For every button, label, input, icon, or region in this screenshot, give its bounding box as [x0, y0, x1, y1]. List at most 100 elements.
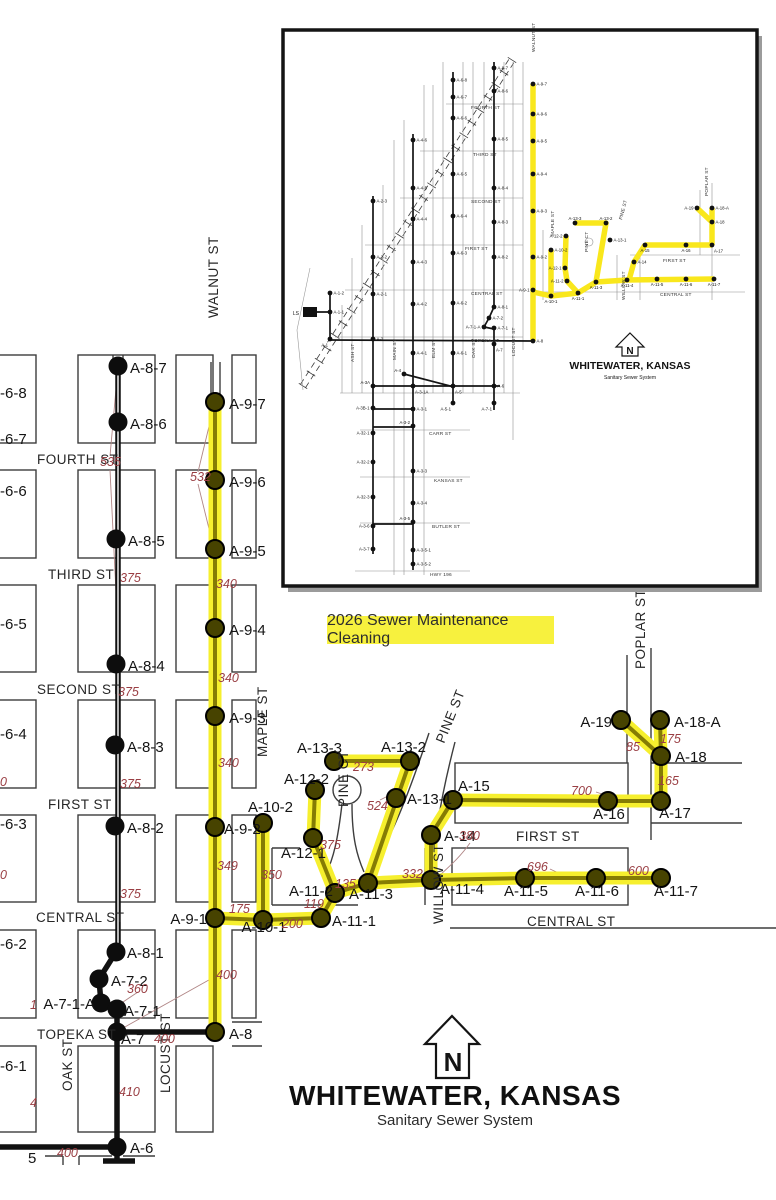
- inset-manhole-label: A-13-3: [569, 216, 583, 221]
- distance-label: 400: [216, 968, 237, 982]
- lift-station: [303, 307, 317, 317]
- street-label: LOCUST ST: [158, 1013, 173, 1093]
- manhole-label: A-18: [675, 749, 707, 766]
- distance-label: 696: [527, 860, 548, 874]
- sewer-line-yellow: [452, 798, 661, 803]
- manhole-A-13-2: [400, 751, 420, 771]
- manhole-A-9-1: [205, 908, 225, 928]
- city-block: [0, 1045, 37, 1133]
- inset-manhole-label: A-4-4: [417, 217, 428, 222]
- street-label: FOURTH ST: [37, 452, 119, 467]
- inset-street-label: PINE ST: [618, 200, 629, 221]
- inset-manhole-A-32-1: [370, 430, 376, 436]
- city-block: [0, 354, 37, 444]
- inset-street-label: ASH ST: [350, 343, 356, 362]
- inset-street-label: PINE CT: [584, 232, 590, 252]
- manhole-label-partial: -6-7: [0, 431, 27, 448]
- inset-manhole-label: A-11-1: [572, 296, 585, 301]
- inset-manhole-A-8-2: [491, 254, 497, 260]
- inset-frame: [281, 28, 759, 588]
- manhole-label: A-9-3: [229, 710, 266, 727]
- inset-manhole-label: A-6: [498, 384, 505, 389]
- manhole-A-8-5: [106, 529, 126, 549]
- manhole-A-7-2: [89, 969, 109, 989]
- inset-city-subtitle: Sanitary Sewer System: [604, 375, 656, 381]
- inset-street-label: BUTLER ST: [432, 524, 460, 530]
- distance-label: 273: [352, 760, 374, 774]
- inset-manhole-label: A-10-2: [555, 248, 569, 253]
- north-arrow: N: [422, 1014, 482, 1080]
- manhole-label: A-11-3: [349, 886, 393, 903]
- inset-manhole-A-14: [631, 259, 637, 265]
- inset-manhole-A-18-A: [709, 205, 715, 211]
- street-label: TOPEKA ST: [37, 1027, 116, 1042]
- city-block: [231, 929, 257, 1019]
- manhole-label: A-8-1: [127, 945, 164, 962]
- inset-manhole-A-6-3: [450, 250, 456, 256]
- inset-manhole-A-6-7: [450, 94, 456, 100]
- street-label: FIRST ST: [48, 797, 112, 812]
- inset-manhole-A-11-7: [711, 276, 717, 282]
- inset-manhole-label: A-2-1: [377, 292, 388, 297]
- inset-manhole-A-3-5: [410, 519, 416, 525]
- inset-street-label: FIRST ST: [663, 258, 686, 264]
- manhole-A-18-A: [650, 710, 670, 730]
- distance-label-partial: 1: [30, 998, 37, 1012]
- inset-manhole-A-11-4: [624, 277, 630, 283]
- inset-manhole-label: A-3-1A: [415, 390, 429, 395]
- inset-manhole-label: A-5-1: [440, 407, 451, 412]
- inset-manhole-label: A-3-5-1: [417, 548, 432, 553]
- street-label: OAK ST: [60, 1038, 75, 1091]
- inset-manhole-A-12-2: [563, 233, 569, 239]
- manhole-A-17: [651, 791, 671, 811]
- inset-manhole-label: A-3-7: [359, 547, 370, 552]
- inset-sewer-highlight: [695, 205, 714, 225]
- manhole-A-7: [107, 1022, 127, 1042]
- sewer-line-black: [96, 950, 120, 1032]
- railroad-tie: [395, 232, 404, 239]
- manhole-label: A-12-2: [284, 771, 329, 788]
- inset-manhole-A-4-1: [410, 350, 416, 356]
- manhole-label: A-11-4: [440, 881, 484, 898]
- inset-manhole-label: A-19: [684, 206, 694, 211]
- leader-line: [122, 975, 217, 1029]
- distance-label: 340: [218, 671, 239, 685]
- manhole-label: A-11-6: [575, 883, 619, 900]
- inset-manhole-A-3B-1: [370, 405, 376, 411]
- inset-manhole-A-11-6: [683, 276, 689, 282]
- street-curve: [351, 803, 365, 873]
- manhole-A-8-2: [105, 816, 125, 836]
- inset-manhole-label: A-4: [394, 368, 401, 373]
- manhole-label: A-11-5: [504, 883, 548, 900]
- distance-label-partial: 0: [0, 775, 7, 789]
- inset-manhole-A-11-3: [593, 279, 599, 285]
- inset-manhole-label: A-8-1: [498, 305, 509, 310]
- manhole-label: A-9-2: [224, 821, 261, 838]
- inset-north-arrow-n: N: [626, 346, 633, 357]
- manhole-A-16: [598, 791, 618, 811]
- distance-label: 349: [217, 859, 238, 873]
- manhole-label: A-8-6: [130, 416, 167, 433]
- railroad-tie: [298, 382, 308, 390]
- manhole-label: A-6: [130, 1140, 153, 1157]
- inset-manhole-A-11-1: [575, 290, 581, 296]
- manhole-A-13-1: [386, 788, 406, 808]
- manhole-label: A-8-7: [130, 360, 167, 377]
- inset-manhole-A-6: [491, 383, 497, 389]
- manhole-label: A-13-2: [381, 739, 426, 756]
- inset-manhole-A-6-6: [450, 115, 456, 121]
- city-block: [231, 469, 257, 559]
- inset-manhole-A-9-3: [530, 208, 536, 214]
- inset-manhole-label: A-3A: [360, 380, 370, 385]
- inset-manhole-A-9-7: [530, 81, 536, 87]
- inset-manhole-A-3-3: [410, 468, 416, 474]
- pine-ct-culdesac: [332, 775, 362, 805]
- street-label: PINE ST: [433, 688, 468, 746]
- inset-manhole-label: A-6-8: [457, 78, 468, 83]
- distance-label: 375: [120, 887, 141, 901]
- inset-manhole-A-4-3: [410, 259, 416, 265]
- inset-manhole-label: A-7-1: [498, 326, 509, 331]
